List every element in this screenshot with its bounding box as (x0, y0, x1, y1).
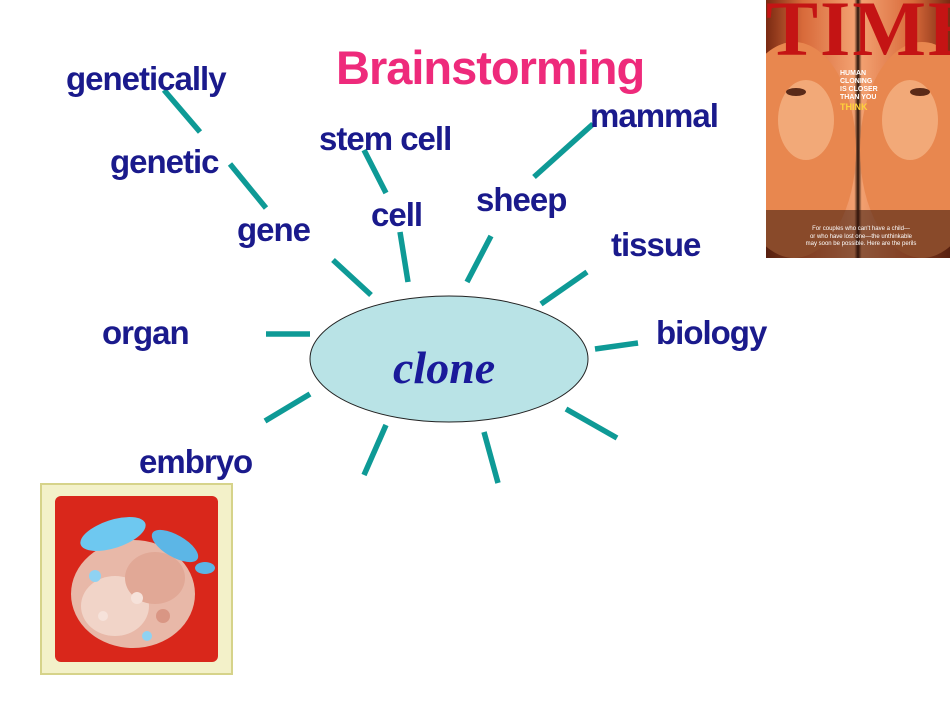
cover-subtext: For couples who can't have a child— or w… (786, 226, 936, 249)
word-biology: biology (656, 314, 767, 351)
line-empty-3 (564, 406, 619, 441)
embryo-photo-background (55, 496, 218, 662)
cover-subtext-line3: may soon be possible. Here are the peril… (805, 241, 917, 247)
word-gene: gene (237, 211, 311, 248)
line-empty-1 (361, 423, 389, 477)
word-organ: organ (102, 314, 190, 351)
line-sheep-clone (464, 234, 494, 284)
word-tissue: tissue (611, 226, 701, 263)
twin-faces-illustration (766, 42, 950, 258)
line-gene-clone (331, 257, 373, 298)
line-cell-clone (397, 231, 411, 283)
line-genetic-gene (227, 162, 269, 210)
time-logo: TIME (766, 0, 950, 72)
line-biology-clone (594, 340, 639, 352)
line-genetically-genetic (161, 88, 203, 134)
line-tissue-clone (539, 269, 589, 307)
line-mammal-sheep (532, 121, 595, 180)
line-embryo-clone (263, 391, 312, 424)
clone-ellipse (309, 295, 589, 423)
cover-headline-line2: CLONING (840, 78, 873, 86)
cover-headline-line5: THINK (840, 102, 868, 113)
line-stemcell-cell (361, 148, 389, 195)
cover-subtext-line1: For couples who can't have a child— (812, 226, 910, 232)
line-empty-2 (481, 431, 501, 484)
time-magazine-cover-image: TIME HUMAN CLONING IS CLOSER THAN YOU TH… (766, 0, 950, 258)
cover-headline-line1: HUMAN (840, 70, 867, 77)
embryo-cell-illustration (71, 517, 215, 648)
cover-headline: HUMAN CLONING IS CLOSER THAN YOU THINK (840, 70, 884, 113)
word-stem-cell: stem cell (319, 120, 452, 157)
center-word-clone: clone (393, 342, 496, 393)
diagram-title: Brainstorming (336, 41, 645, 94)
word-embryo: embryo (139, 443, 253, 480)
cover-subtext-line2: or who have lost one—the unthinkable (809, 233, 913, 240)
word-sheep: sheep (476, 181, 567, 218)
word-mammal: mammal (590, 97, 719, 134)
word-genetically: genetically (66, 60, 227, 97)
word-cell: cell (371, 196, 423, 233)
embryo-photo-image (40, 483, 233, 675)
word-genetic: genetic (110, 143, 220, 180)
cover-headline-line3: IS CLOSER (840, 86, 878, 94)
cover-headline-line4: THAN YOU (840, 94, 877, 102)
